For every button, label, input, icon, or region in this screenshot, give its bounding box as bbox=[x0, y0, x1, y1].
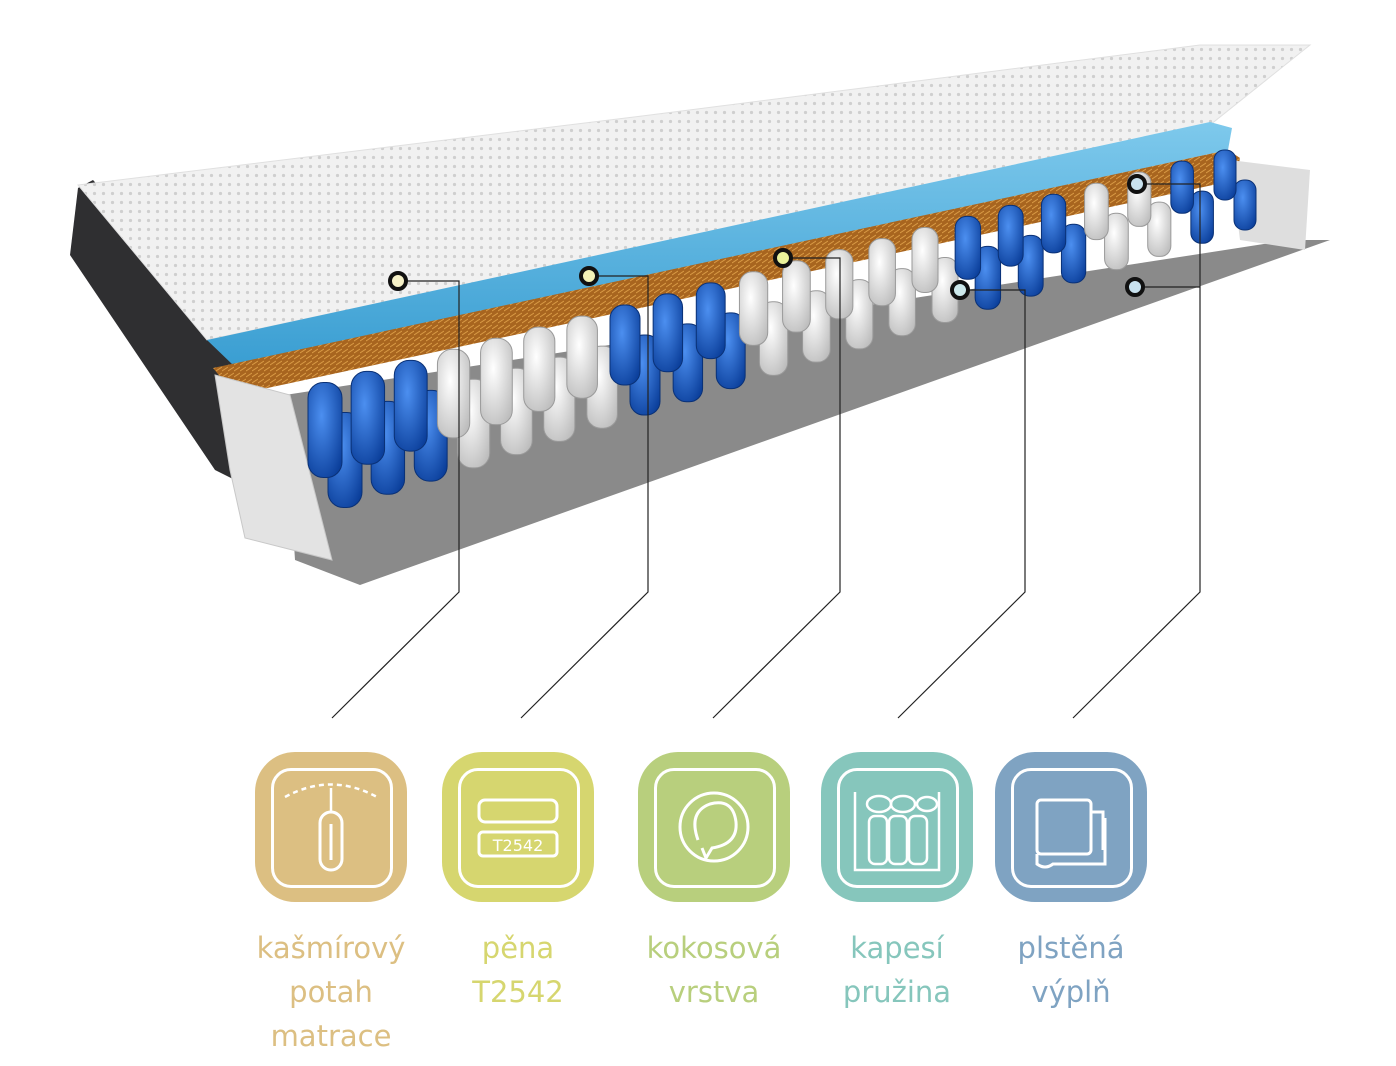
felt-tile bbox=[995, 752, 1147, 902]
spring-coil bbox=[1104, 212, 1129, 271]
spring-coil bbox=[523, 326, 556, 412]
spring-coil bbox=[436, 348, 471, 439]
foam-badge-text: T2542 bbox=[492, 836, 544, 855]
caption-line2: pružina bbox=[842, 975, 952, 1009]
pocket-spring-icon bbox=[853, 792, 941, 872]
foam-tile: T2542 bbox=[442, 752, 594, 902]
coconut-icon bbox=[678, 791, 750, 863]
feature-foam: T2542 pěna T2542 bbox=[398, 752, 638, 1014]
spring-coil bbox=[825, 249, 854, 320]
mattress-side bbox=[70, 180, 240, 480]
callout-lines bbox=[331, 183, 1201, 719]
caption-line1: kapesí bbox=[850, 931, 944, 965]
felt-roll-icon bbox=[1035, 798, 1107, 869]
spring-coil bbox=[393, 359, 428, 452]
caption-line2: T2542 bbox=[472, 975, 564, 1009]
spring-coil bbox=[738, 271, 769, 346]
callout-dots bbox=[388, 174, 1147, 300]
foam-layer bbox=[207, 122, 1232, 365]
spring-coil bbox=[652, 293, 684, 373]
spring-coil bbox=[1147, 201, 1172, 257]
spring-coil bbox=[307, 382, 343, 478]
spring-coil bbox=[480, 337, 513, 426]
spring-coil bbox=[350, 370, 386, 465]
spring-coil bbox=[868, 238, 896, 307]
spring-coil bbox=[1170, 160, 1194, 214]
coconut-tile bbox=[638, 752, 790, 902]
spring-coil bbox=[1017, 234, 1044, 297]
feature-pocket-spring: kapesí pružina bbox=[777, 752, 1017, 1014]
pocket-spring-tile bbox=[821, 752, 973, 902]
caption-line1: plstěná bbox=[1017, 931, 1125, 965]
spring-coil bbox=[911, 227, 939, 293]
spring-coil bbox=[782, 260, 811, 333]
foam-block-icon: T2542 bbox=[477, 798, 559, 858]
feature-felt: plstěná výplň bbox=[951, 752, 1191, 1014]
zipper-icon bbox=[284, 783, 378, 872]
caption-line1: kokosová bbox=[646, 931, 782, 965]
spring-coil bbox=[1040, 193, 1067, 254]
spring-coil bbox=[609, 304, 641, 386]
caption-line1: kašmírový potah bbox=[256, 931, 406, 1009]
caption-line1: pěna bbox=[481, 931, 555, 965]
foam-edge bbox=[214, 374, 333, 561]
felt-base bbox=[285, 240, 1330, 585]
spring-coil bbox=[695, 282, 726, 360]
spring-coil bbox=[1213, 149, 1237, 201]
spring-coil bbox=[997, 204, 1024, 267]
feature-cashmere-cover: kašmírový potah matrace bbox=[211, 752, 451, 1058]
spring-coil bbox=[1190, 190, 1214, 244]
spring-coil bbox=[1233, 179, 1257, 231]
caption-line2: výplň bbox=[1031, 975, 1111, 1009]
caption-line2: vrstva bbox=[668, 975, 760, 1009]
cashmere-tile bbox=[255, 752, 407, 902]
spring-coil bbox=[1060, 223, 1087, 284]
spring-coil bbox=[954, 215, 982, 280]
feature-coconut: kokosová vrstva bbox=[594, 752, 834, 1014]
coconut-layer bbox=[213, 150, 1240, 395]
spring-coil bbox=[1084, 182, 1109, 241]
pocket-springs bbox=[307, 149, 1257, 508]
caption-line2: matrace bbox=[270, 1019, 392, 1053]
spring-coil bbox=[566, 315, 598, 399]
